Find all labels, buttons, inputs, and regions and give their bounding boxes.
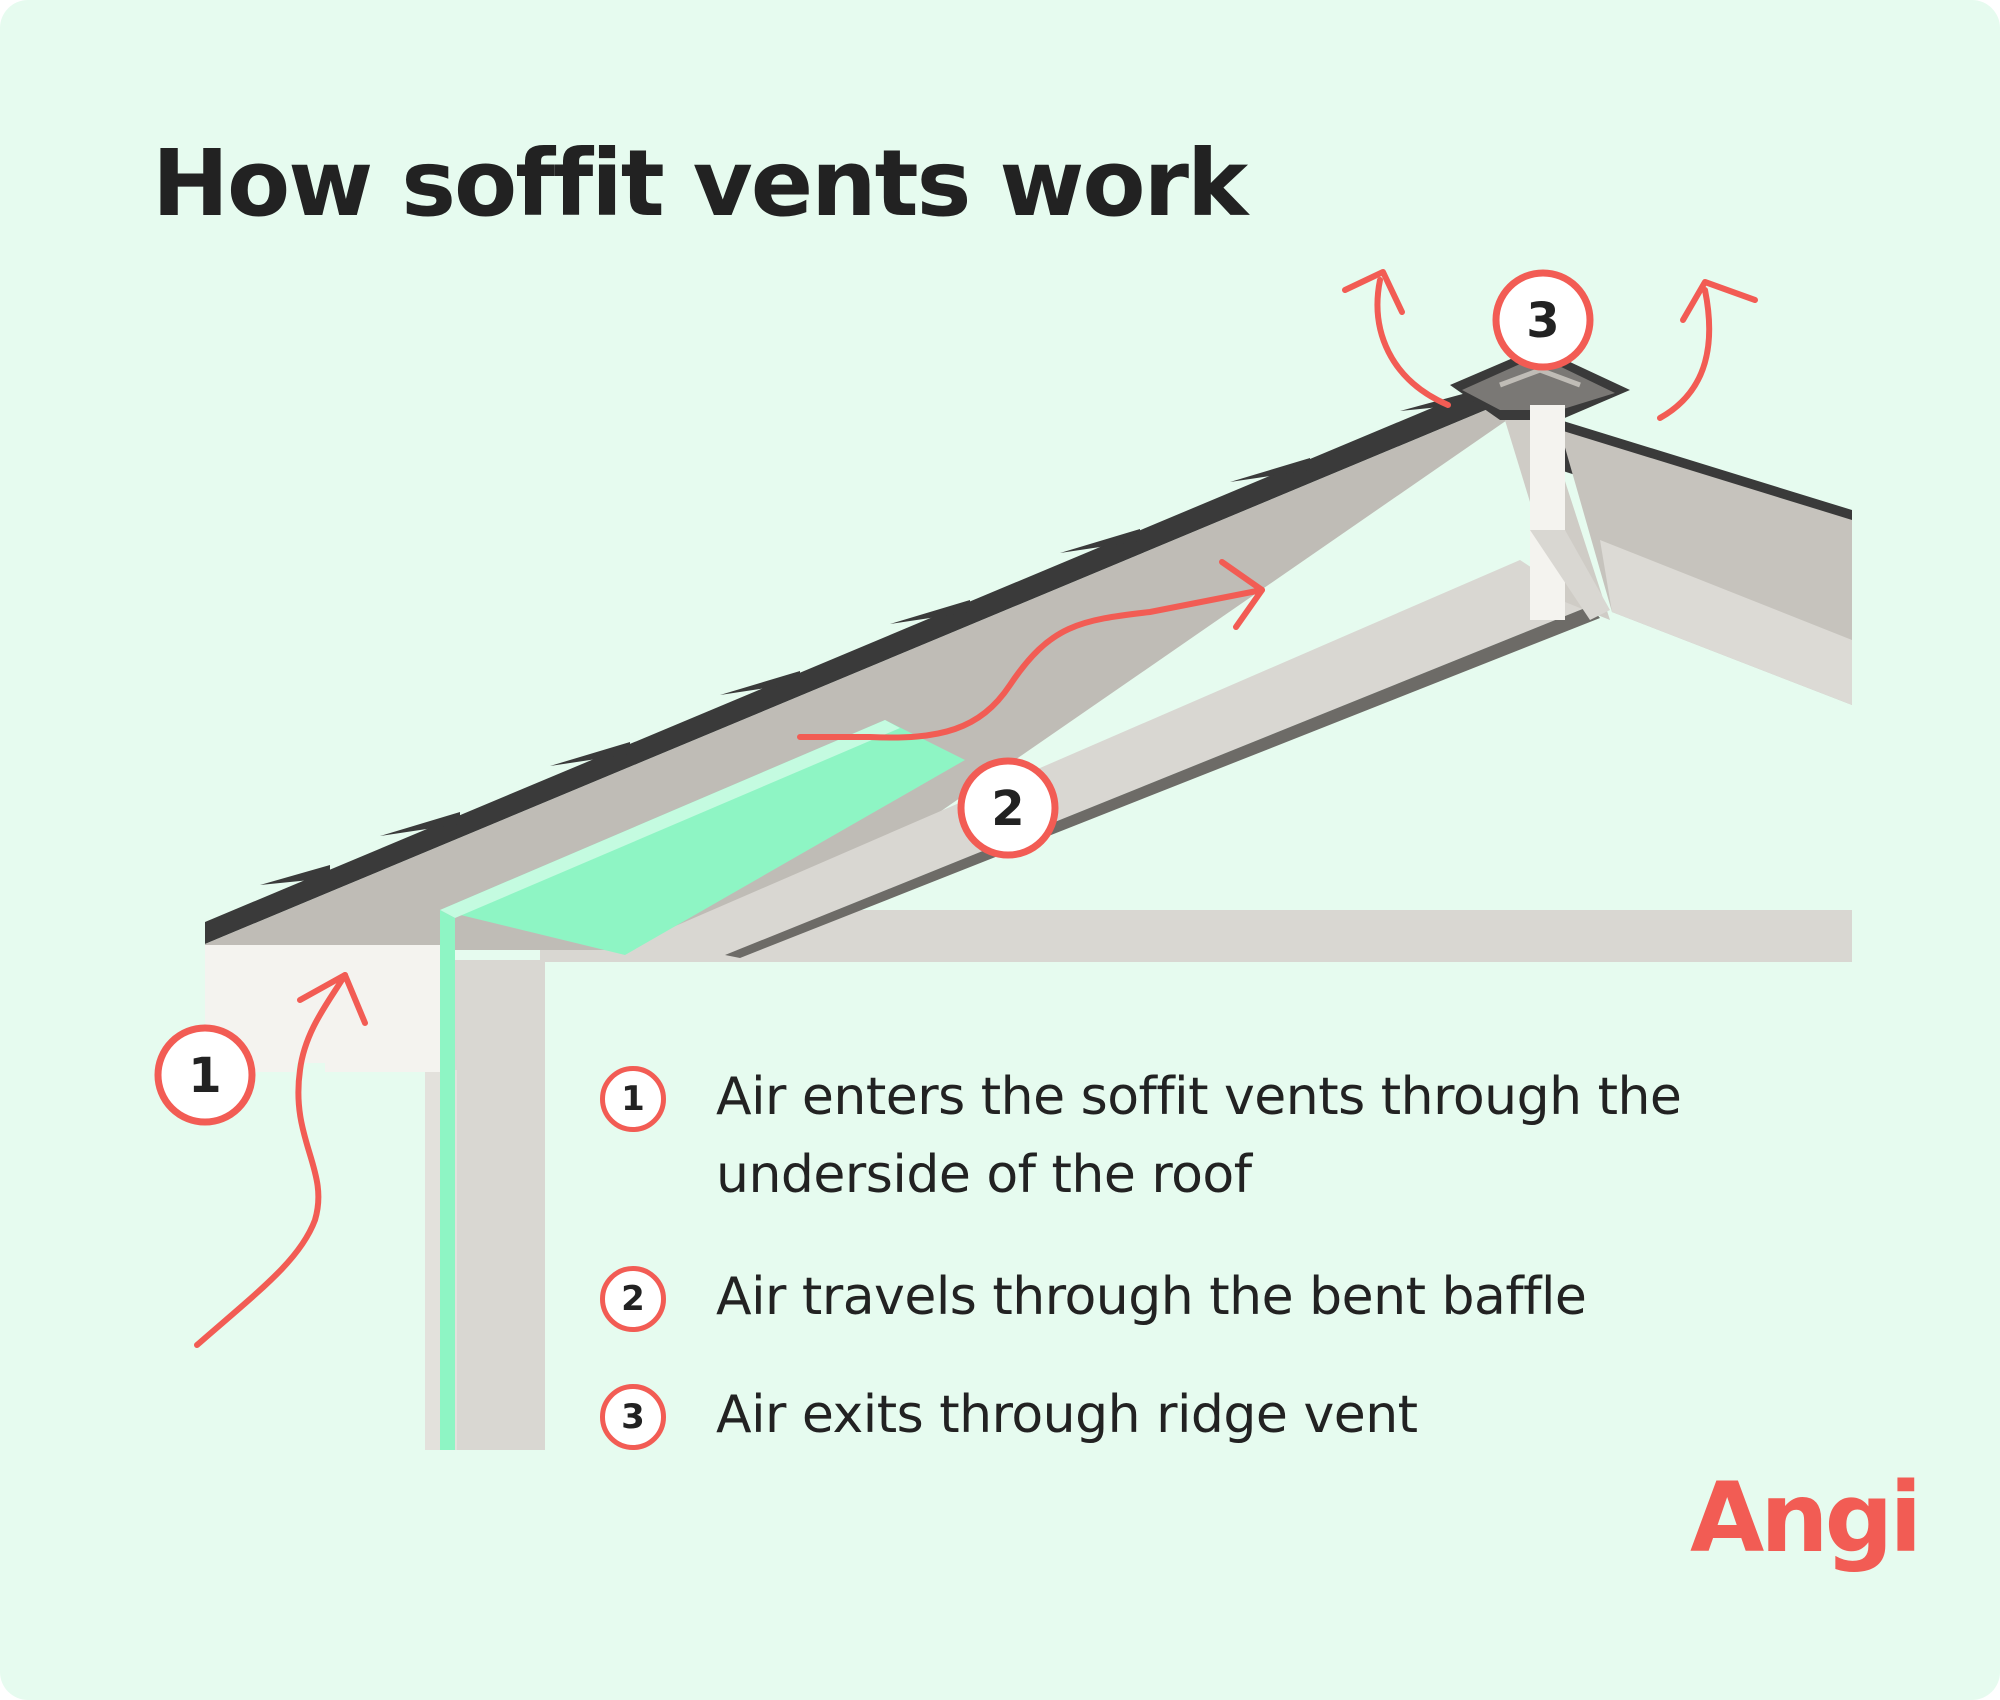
arrowhead-exit-left — [1342, 269, 1405, 315]
far-roof-slope — [1560, 420, 1852, 705]
angi-logo: Angi — [1690, 1462, 1922, 1574]
arrowhead-intake — [297, 972, 368, 1026]
bent-baffle — [440, 720, 965, 1450]
step-item: 3 Air exits through ridge vent — [600, 1376, 1866, 1454]
step-badge: 2 — [600, 1266, 666, 1332]
marker-2-label: 2 — [991, 781, 1024, 837]
airflow-arrow-intake — [194, 972, 348, 1348]
ridge-vent — [1450, 355, 1630, 620]
roof-shingles — [205, 392, 1500, 944]
airflow-arrows — [194, 269, 1758, 1348]
airflow-arrow-baffle — [797, 587, 1265, 741]
airflow-arrow-exit-left — [1374, 277, 1451, 408]
step-badge: 3 — [600, 1384, 666, 1450]
marker-2: 2 — [957, 757, 1059, 859]
step-item: 2 Air travels through the bent baffle — [600, 1258, 1866, 1336]
page-title: How soffit vents work — [152, 130, 1248, 237]
step-text: Air travels through the bent baffle — [716, 1267, 1587, 1327]
roof-rafter — [205, 404, 1610, 958]
marker-1-label: 1 — [188, 1048, 221, 1104]
marker-3: 3 — [1492, 269, 1594, 371]
step-item: 1 Air enters the soffit vents through th… — [600, 1058, 1866, 1214]
marker-3-label: 3 — [1526, 293, 1559, 349]
arrowhead-exit-right — [1680, 279, 1758, 323]
step-text: Air exits through ridge vent — [716, 1385, 1418, 1445]
step-text: Air enters the soffit vents through the … — [716, 1067, 1682, 1205]
arrowhead-baffle — [1219, 559, 1265, 630]
marker-1: 1 — [154, 1024, 256, 1126]
step-badge: 1 — [600, 1066, 666, 1132]
airflow-arrow-exit-right — [1657, 287, 1713, 421]
